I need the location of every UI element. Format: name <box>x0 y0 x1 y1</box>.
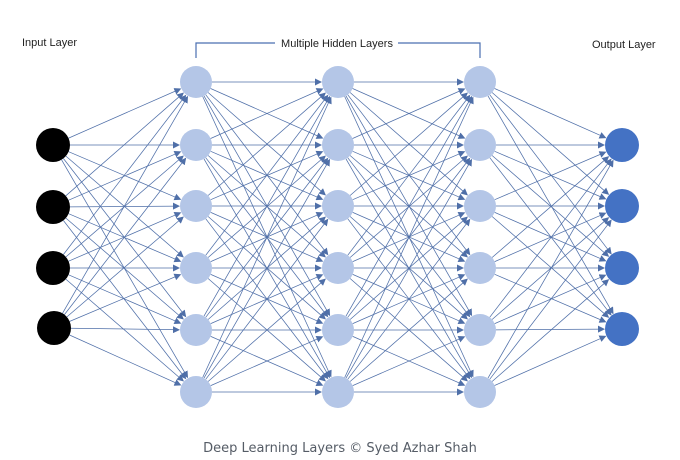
network-nodes <box>36 66 639 408</box>
connection-arrow <box>205 94 329 256</box>
connection-arrow <box>68 88 182 139</box>
connection-arrow <box>205 218 329 380</box>
connection-arrow <box>494 151 607 201</box>
connection-arrow <box>68 150 182 201</box>
hidden-3-node-3 <box>464 190 496 222</box>
connection-arrow <box>494 274 607 324</box>
connection-arrow <box>349 92 468 196</box>
connection-edges <box>61 78 614 396</box>
output-node-3 <box>605 251 639 285</box>
connection-arrow <box>210 88 324 139</box>
hidden-2-node-1 <box>322 66 354 98</box>
output-node-2 <box>605 189 639 223</box>
connection-arrow <box>347 94 471 256</box>
output-node-1 <box>605 128 639 162</box>
connection-arrow <box>349 92 468 196</box>
connection-arrow <box>489 219 612 380</box>
input-node-2 <box>36 190 70 224</box>
connection-arrow <box>491 279 610 382</box>
connection-arrow <box>65 92 184 197</box>
hidden-2-node-4 <box>322 252 354 284</box>
connection-arrow <box>68 274 182 325</box>
connection-arrow <box>494 88 607 139</box>
connection-arrow <box>205 94 329 256</box>
output-layer-label: Output Layer <box>592 39 656 51</box>
input-node-4 <box>37 311 71 345</box>
connection-arrow <box>345 95 473 317</box>
connection-arrow <box>203 95 331 317</box>
connection-arrow <box>62 95 188 314</box>
connection-arrow <box>65 278 184 382</box>
connection-arrow <box>66 216 184 318</box>
connection-arrow <box>494 212 607 262</box>
connection-arrow <box>491 216 610 318</box>
output-node-4 <box>605 312 639 346</box>
connection-arrow <box>207 92 326 196</box>
hidden-3-node-6 <box>464 376 496 408</box>
connection-arrow <box>345 158 472 379</box>
hidden-3-node-5 <box>464 314 496 346</box>
connection-arrow <box>210 335 324 386</box>
connection-arrow <box>202 96 332 378</box>
connection-arrow <box>344 96 474 378</box>
input-layer-label: Input Layer <box>22 37 77 49</box>
hidden-layers-bracket <box>195 42 481 58</box>
connection-arrow <box>491 217 610 320</box>
hidden-1-node-1 <box>180 66 212 98</box>
hidden-2-node-6 <box>322 376 354 408</box>
connection-arrow <box>494 150 607 200</box>
connection-arrow <box>203 95 331 317</box>
connection-arrow <box>64 157 187 315</box>
hidden-layers-label: Multiple Hidden Layers <box>281 38 393 50</box>
hidden-3-node-1 <box>464 66 496 98</box>
connection-arrow <box>207 92 326 196</box>
connection-arrow <box>352 88 466 139</box>
hidden-2-node-2 <box>322 129 354 161</box>
connection-arrow <box>494 273 607 323</box>
connection-arrow <box>69 334 182 386</box>
connection-arrow <box>489 94 612 255</box>
connection-arrow <box>203 158 330 379</box>
connection-arrow <box>65 217 184 320</box>
connection-arrow <box>63 94 187 255</box>
connection-arrow <box>207 278 326 382</box>
connection-arrow <box>494 212 607 262</box>
hidden-2-node-3 <box>322 190 354 222</box>
hidden-1-node-4 <box>180 252 212 284</box>
connection-arrow <box>494 335 607 386</box>
connection-arrow <box>489 157 612 316</box>
input-node-1 <box>36 128 70 162</box>
hidden-3-node-4 <box>464 252 496 284</box>
connection-arrow <box>352 335 466 386</box>
hidden-1-node-3 <box>180 190 212 222</box>
connection-arrow <box>491 92 610 195</box>
connection-arrow <box>487 159 614 379</box>
input-node-3 <box>36 251 70 285</box>
connection-arrow <box>69 273 182 322</box>
connection-arrow <box>491 156 610 258</box>
hidden-1-node-6 <box>180 376 212 408</box>
connection-arrow <box>70 326 180 334</box>
connection-arrow <box>347 94 471 256</box>
connection-arrow <box>63 220 187 380</box>
hidden-1-node-5 <box>180 314 212 346</box>
hidden-2-node-5 <box>322 314 354 346</box>
connection-arrow <box>495 325 605 333</box>
hidden-3-node-2 <box>464 129 496 161</box>
connection-arrow <box>489 158 612 318</box>
connection-arrow <box>345 95 473 317</box>
hidden-1-node-2 <box>180 129 212 161</box>
figure-caption: Deep Learning Layers © Syed Azhar Shah <box>203 441 477 456</box>
connection-arrow <box>347 218 471 380</box>
connection-arrow <box>487 95 614 315</box>
connection-arrow <box>349 278 468 382</box>
